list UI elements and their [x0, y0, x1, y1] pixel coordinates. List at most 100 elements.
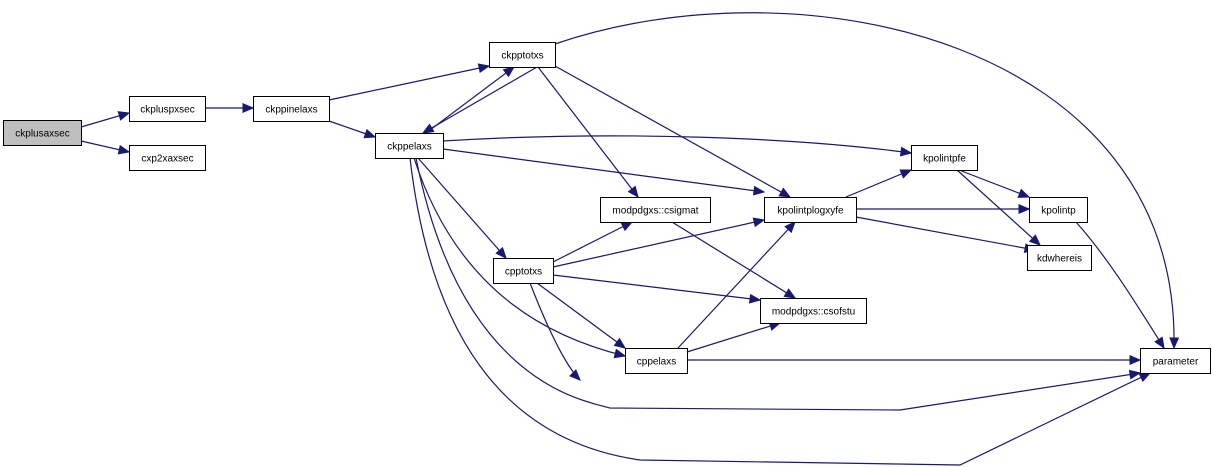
node-box-parameter[interactable] [1140, 348, 1211, 374]
node-box-cpptotxs[interactable] [493, 258, 554, 284]
edge-ckppelaxs-to-cppelaxs [413, 157, 626, 357]
node-box-ckplusaxsec[interactable] [3, 120, 82, 146]
node-ckppelaxs[interactable]: ckppelaxs [375, 133, 444, 159]
arrowhead-ckpptotxs-to-ckppelaxs [421, 123, 435, 134]
node-parameter[interactable]: parameter [1140, 348, 1211, 374]
edge-modpdgxs_csigmat-to-modpdgxs_csofstu [671, 221, 796, 299]
node-box-modpdgxs_csigmat[interactable] [600, 197, 711, 223]
edge-ckpptotxs-to-kpolintplogxyfe [554, 65, 791, 198]
node-modpdgxs_csigmat[interactable]: modpdgxs::csigmat [600, 197, 711, 223]
arrowhead-cpptotxs-to-kpolintplogxyfe [752, 217, 766, 228]
node-label-kpolintp: kpolintp [1041, 206, 1076, 217]
arrowhead-kpolintp-to-parameter [1154, 336, 1165, 350]
node-kpolintplogxyfe[interactable]: kpolintplogxyfe [764, 197, 857, 223]
node-label-modpdgxs_csigmat: modpdgxs::csigmat [612, 206, 698, 217]
node-ckplusaxsec[interactable]: ckplusaxsec [3, 120, 82, 146]
arrowhead-cpptotxs-to-modpdgxs_csigmat [620, 221, 634, 232]
node-box-ckpluspxsec[interactable] [129, 96, 206, 122]
arrowhead-ckpptotxs-to-modpdgxs_csigmat [627, 185, 639, 199]
arrowhead-ckppinelaxs-to-ckppelaxs [363, 128, 377, 139]
arrowhead-ckpptotxs-to-kpolintplogxyfe [778, 187, 792, 198]
edge-cpptotxs-to-kpolintplogxyfe [552, 219, 765, 268]
node-box-cppelaxs[interactable] [625, 348, 688, 374]
edge-kpolintplogxyfe-to-kpolintpfe [845, 169, 912, 198]
node-kdwhereis[interactable]: kdwhereis [1027, 245, 1092, 271]
arrowhead-kpolintpfe-to-kdwhereis [1028, 234, 1041, 246]
arrowhead-cpptotxs-to-cppelaxs [613, 337, 627, 349]
node-label-ckppinelaxs: ckppinelaxs [265, 105, 317, 116]
node-ckppinelaxs[interactable]: ckppinelaxs [253, 96, 330, 122]
arrowhead-ckppelaxs-to-kpolintpfe [899, 146, 913, 157]
node-label-ckpptotxs: ckpptotxs [501, 51, 543, 62]
edge-cpptotxs-to-modpdgxs_csigmat [552, 221, 633, 263]
nodes-layer: ckplusaxsec ckpluspxsec cxp2xaxsec ckppinel… [3, 42, 1211, 374]
node-label-ckppelaxs: ckppelaxs [387, 142, 431, 153]
edge-ckppinelaxs-to-ckpptotxs [328, 65, 490, 101]
edge-kpolintpfe-to-kdwhereis [956, 169, 1041, 246]
arrowhead-kpolintplogxyfe-to-kpolintpfe [899, 169, 913, 179]
arrowhead-cppelaxs-to-parameter [1129, 355, 1142, 365]
node-label-parameter: parameter [1153, 357, 1199, 368]
node-box-modpdgxs_csofstu[interactable] [760, 298, 867, 324]
arrowhead-cpptotxs-to-modpdgxs_csofstu [748, 293, 762, 304]
arrowhead-cppelaxs-to-kpolintplogxyfe [784, 221, 796, 234]
node-cxp2xaxsec[interactable]: cxp2xaxsec [129, 145, 206, 171]
arrowhead-ckppinelaxs-to-ckpptotxs [477, 63, 491, 74]
arrowhead-ckplusaxsec-to-ckpluspxsec [117, 111, 131, 121]
node-box-kdwhereis[interactable] [1027, 245, 1092, 271]
node-box-kpolintpfe[interactable] [911, 145, 978, 171]
node-box-cxp2xaxsec[interactable] [129, 145, 206, 171]
node-label-kpolintplogxyfe: kpolintplogxyfe [777, 206, 844, 217]
arrowhead-ckppelaxs-to-parameter [1138, 372, 1152, 383]
node-box-kpolintp[interactable] [1029, 197, 1088, 223]
edge-ckppelaxs-to-ckpptotxs [425, 66, 515, 134]
node-kpolintpfe[interactable]: kpolintpfe [911, 145, 978, 171]
edge-ckpptotxs-to-modpdgxs_csigmat [537, 66, 639, 198]
edge-cppelaxs-to-modpdgxs_csofstu [686, 322, 781, 353]
node-label-cxp2xaxsec: cxp2xaxsec [141, 154, 193, 165]
edge-cpptotxs-to-cppelaxs [536, 282, 626, 349]
arrowhead-ckpluspxsec-to-ckppinelaxs [242, 103, 255, 113]
arrowhead-kpolintpfe-to-kpolintp [1017, 188, 1031, 198]
node-box-ckppinelaxs[interactable] [253, 96, 330, 122]
edge-kpolintp-to-parameter [1075, 221, 1165, 349]
node-label-kpolintpfe: kpolintpfe [923, 154, 966, 165]
node-label-cppelaxs: cppelaxs [637, 357, 676, 368]
node-ckpluspxsec[interactable]: ckpluspxsec [129, 96, 206, 122]
edge-ckppelaxs-to-kpolintplogxyfe [442, 148, 765, 193]
edge-cpptotxs-to-parameter [529, 282, 581, 381]
node-box-ckpptotxs[interactable] [489, 42, 556, 68]
node-label-ckplusaxsec: ckplusaxsec [15, 129, 69, 140]
arrowhead-ckppelaxs-to-cppelaxs [613, 348, 627, 359]
edge-ckppelaxs-to-cpptotxs [417, 157, 507, 259]
arrowhead-ckpptotxs-to-parameter [1169, 337, 1180, 350]
node-ckpptotxs[interactable]: ckpptotxs [489, 42, 556, 68]
node-box-kpolintplogxyfe[interactable] [764, 197, 857, 223]
arrowhead-cpptotxs-to-parameter [569, 369, 581, 381]
node-label-modpdgxs_csofstu: modpdgxs::csofstu [772, 307, 855, 318]
edge-kpolintplogxyfe-to-kdwhereis [855, 216, 1036, 251]
node-label-ckpluspxsec: ckpluspxsec [140, 105, 194, 116]
arrowhead-ckppelaxs-to-parameter [1128, 369, 1142, 380]
arrowhead-ckppelaxs-to-cpptotxs [495, 246, 507, 259]
node-box-ckppelaxs[interactable] [375, 133, 444, 159]
node-cpptotxs[interactable]: cpptotxs [493, 258, 554, 284]
arrowhead-modpdgxs_csigmat-to-modpdgxs_csofstu [783, 288, 797, 299]
arrowhead-kpolintplogxyfe-to-kpolintp [1018, 204, 1031, 214]
arrowhead-ckplusaxsec-to-cxp2xaxsec [117, 144, 131, 155]
node-label-cpptotxs: cpptotxs [505, 267, 542, 278]
node-kpolintp[interactable]: kpolintp [1029, 197, 1088, 223]
node-cppelaxs[interactable]: cppelaxs [625, 348, 688, 374]
edge-ckpptotxs-to-parameter [554, 12, 1175, 349]
edge-cppelaxs-to-kpolintplogxyfe [677, 221, 796, 349]
edge-cpptotxs-to-modpdgxs_csofstu [552, 274, 761, 301]
arrowhead-ckppelaxs-to-ckpptotxs [502, 66, 516, 78]
node-label-kdwhereis: kdwhereis [1037, 254, 1082, 265]
edges-layer [80, 12, 1180, 466]
edge-kpolintpfe-to-kpolintp [958, 169, 1030, 198]
edge-ckppelaxs-to-parameter [409, 157, 1151, 466]
node-modpdgxs_csofstu[interactable]: modpdgxs::csofstu [760, 298, 867, 324]
edge-ckppelaxs-to-kpolintpfe [442, 135, 912, 154]
edge-ckppelaxs-to-parameter [415, 157, 1141, 411]
